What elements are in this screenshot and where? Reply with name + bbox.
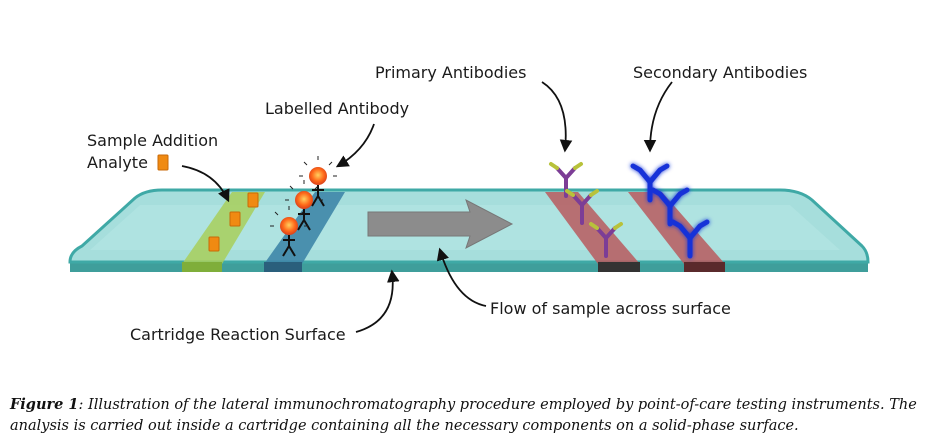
secondary-antibodies (630, 163, 710, 259)
labelled-antibody-icon (285, 180, 323, 231)
primary-antibodies (549, 162, 623, 258)
sample-band (182, 192, 265, 272)
flow-label: Flow of sample across surface (490, 299, 731, 318)
analyte-particle (247, 192, 259, 208)
analyte-legend-icon (157, 154, 169, 171)
primary-antibody-icon (549, 162, 583, 198)
primary-test-band (545, 192, 640, 272)
flow-pointer-arrow (436, 247, 487, 307)
primary-antibody-icon (589, 222, 623, 258)
analyte-particle (208, 236, 220, 252)
secondary-pointer-arrow (643, 81, 673, 153)
sample-addition-label: Sample Addition (87, 131, 218, 150)
labelled-antibody-icon (299, 156, 337, 207)
analyte-particle (229, 211, 241, 227)
labelled-pointer-arrow (335, 123, 375, 168)
primary-pointer-arrow (541, 81, 573, 153)
cartridge-label: Cartridge Reaction Surface (130, 325, 346, 344)
primary-antibodies-label: Primary Antibodies (375, 63, 526, 82)
analyte-particles (208, 192, 259, 252)
labelled-antibody-icon (270, 206, 308, 257)
secondary-antibody-icon (650, 187, 690, 227)
figure-number: Figure 1 (10, 396, 79, 413)
primary-antibody-icon (565, 189, 599, 225)
lateral-flow-diagram: Primary Antibodies Secondary Antibodies … (68, 63, 870, 344)
analyte-label: Analyte (87, 153, 148, 172)
label-band (264, 192, 345, 272)
secondary-antibody-icon (670, 219, 710, 259)
labelled-antibodies (270, 156, 337, 257)
caption-text: : Illustration of the lateral immunochro… (10, 397, 917, 434)
cartridge-pointer-arrow (355, 269, 400, 333)
secondary-antibodies-label: Secondary Antibodies (633, 63, 807, 82)
labelled-antibody-label: Labelled Antibody (265, 99, 409, 118)
pointer-arrows (181, 81, 673, 333)
secondary-test-band (628, 192, 725, 272)
figure-caption: Figure 1: Illustration of the lateral im… (10, 394, 930, 437)
flow-arrow (367, 198, 514, 250)
secondary-antibody-icon (630, 163, 670, 203)
sample-pointer-arrow (181, 165, 230, 203)
